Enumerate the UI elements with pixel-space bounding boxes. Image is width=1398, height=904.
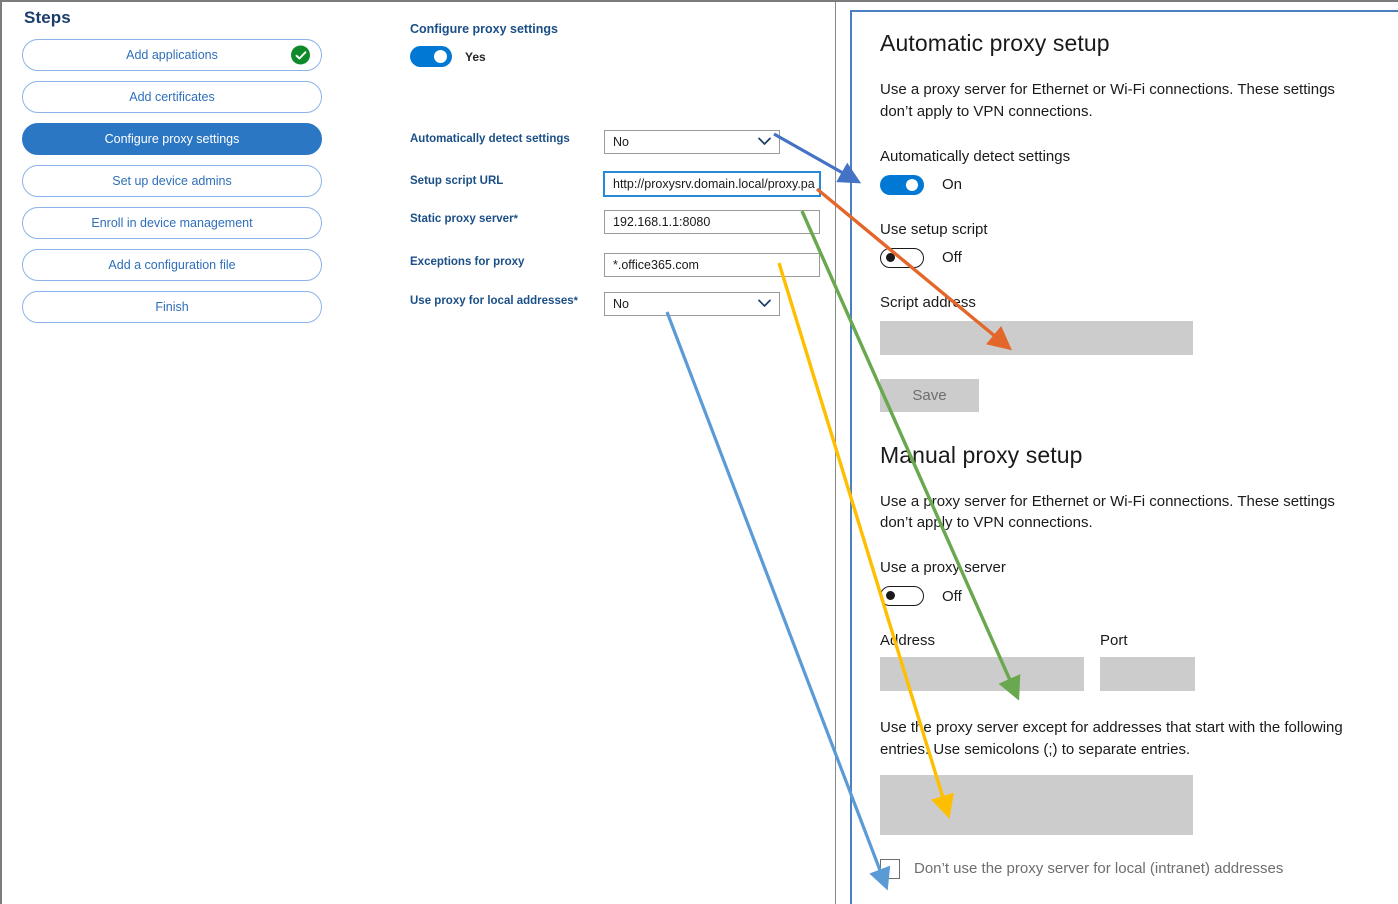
step-add-a-configuration-file[interactable]: Add a configuration file bbox=[22, 249, 322, 281]
address-input[interactable] bbox=[880, 657, 1084, 691]
address-column: Address bbox=[880, 632, 1084, 691]
step-label: Add applications bbox=[126, 48, 218, 62]
field-label: Automatically detect settings bbox=[410, 133, 570, 145]
input-value: 192.168.1.1:8080 bbox=[613, 215, 711, 229]
use-a-proxy-server-label: Use a proxy server bbox=[880, 559, 1006, 576]
step-add-applications[interactable]: Add applications bbox=[22, 39, 322, 71]
step-finish[interactable]: Finish bbox=[22, 291, 322, 323]
use-a-proxy-server-row: Off bbox=[880, 586, 1370, 606]
port-input[interactable] bbox=[1100, 657, 1195, 691]
configure-proxy-toggle-row: Yes bbox=[410, 46, 486, 67]
manual-proxy-setup-heading: Manual proxy setup bbox=[880, 441, 1083, 468]
field-setup-script-url: Setup script URL http://proxysrv.domain.… bbox=[410, 171, 830, 197]
windows-proxy-settings-panel: Automatic proxy setup Use a proxy server… bbox=[850, 10, 1398, 904]
steps-title: Steps bbox=[24, 8, 71, 27]
use-setup-script-state: Off bbox=[942, 249, 962, 266]
panel-divider bbox=[835, 2, 836, 904]
script-address-input[interactable] bbox=[880, 320, 1193, 355]
step-label: Add a configuration file bbox=[108, 258, 236, 272]
chevron-down-icon bbox=[758, 297, 771, 311]
field-exceptions-for-proxy: Exceptions for proxy *.office365.com bbox=[410, 253, 830, 277]
port-column: Port bbox=[1100, 632, 1195, 691]
select-value: No bbox=[613, 135, 629, 149]
step-label: Enroll in device management bbox=[91, 216, 253, 230]
bypass-local-row: Don’t use the proxy server for local (in… bbox=[880, 858, 1370, 879]
auto-detect-settings-state: On bbox=[942, 176, 963, 193]
step-set-up-device-admins[interactable]: Set up device admins bbox=[22, 165, 322, 197]
address-label: Address bbox=[880, 632, 936, 649]
input-value: *.office365.com bbox=[613, 258, 699, 272]
field-use-proxy-for-local-addresses: Use proxy for local addresses* No bbox=[410, 292, 830, 316]
address-port-group: Address Port bbox=[880, 632, 1370, 691]
step-label: Finish bbox=[155, 300, 189, 314]
automatically-detect-settings-select[interactable]: No bbox=[604, 130, 780, 154]
use-setup-script-toggle[interactable] bbox=[880, 247, 924, 268]
auto-detect-settings-row: On bbox=[880, 174, 1370, 195]
auto-detect-settings-toggle[interactable] bbox=[880, 174, 924, 195]
step-configure-proxy-settings[interactable]: Configure proxy settings bbox=[22, 123, 322, 155]
configure-proxy-toggle[interactable] bbox=[410, 46, 452, 67]
field-label: Setup script URL bbox=[410, 175, 504, 187]
select-value: No bbox=[613, 297, 629, 311]
step-label: Add certificates bbox=[129, 90, 215, 104]
use-a-proxy-server-toggle[interactable] bbox=[880, 586, 924, 606]
auto-detect-settings-label: Automatically detect settings bbox=[880, 147, 1071, 165]
use-setup-script-row: Off bbox=[880, 247, 1370, 268]
bypass-local-label: Don’t use the proxy server for local (in… bbox=[914, 860, 1284, 877]
field-label: Use proxy for local addresses* bbox=[410, 295, 578, 307]
save-button[interactable]: Save bbox=[880, 378, 979, 412]
field-automatically-detect-settings: Automatically detect settings No bbox=[410, 130, 830, 154]
use-a-proxy-server-state: Off bbox=[942, 587, 962, 605]
proxy-exceptions-input[interactable] bbox=[880, 774, 1193, 835]
step-add-certificates[interactable]: Add certificates bbox=[22, 81, 322, 113]
configure-proxy-toggle-label: Yes bbox=[465, 49, 486, 64]
field-label: Exceptions for proxy bbox=[410, 256, 525, 268]
field-static-proxy-server: Static proxy server* 192.168.1.1:8080 bbox=[410, 210, 830, 234]
step-enroll-in-device-management[interactable]: Enroll in device management bbox=[22, 207, 322, 239]
exceptions-for-proxy-input[interactable]: *.office365.com bbox=[604, 253, 820, 277]
bypass-local-checkbox[interactable] bbox=[880, 858, 900, 879]
check-circle-icon bbox=[291, 45, 310, 65]
use-proxy-for-local-addresses-select[interactable]: No bbox=[604, 292, 780, 316]
static-proxy-server-input[interactable]: 192.168.1.1:8080 bbox=[604, 210, 820, 234]
step-label: Configure proxy settings bbox=[104, 132, 240, 146]
field-label: Static proxy server* bbox=[410, 213, 518, 225]
setup-script-url-input[interactable]: http://proxysrv.domain.local/proxy.pa bbox=[603, 171, 821, 197]
form-heading: Configure proxy settings bbox=[410, 22, 558, 36]
step-label: Set up device admins bbox=[112, 174, 232, 188]
chevron-down-icon bbox=[758, 135, 771, 149]
port-label: Port bbox=[1100, 632, 1128, 649]
input-value: http://proxysrv.domain.local/proxy.pa bbox=[613, 177, 815, 191]
steps-panel: Steps Add applications Add certificates … bbox=[22, 8, 322, 333]
manual-proxy-description: Use a proxy server for Ethernet or Wi-Fi… bbox=[880, 492, 1335, 532]
automatic-proxy-description: Use a proxy server for Ethernet or Wi-Fi… bbox=[880, 81, 1335, 120]
automatic-proxy-setup-heading: Automatic proxy setup bbox=[880, 30, 1110, 56]
script-address-label: Script address bbox=[880, 293, 976, 311]
use-setup-script-label: Use setup script bbox=[880, 220, 988, 238]
exceptions-description: Use the proxy server except for addresse… bbox=[880, 719, 1343, 758]
